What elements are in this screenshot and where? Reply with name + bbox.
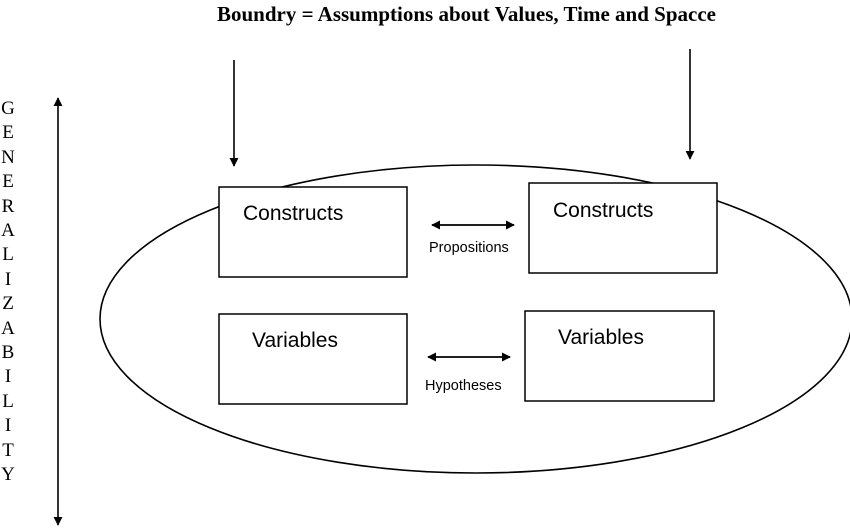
boundary-ellipse — [99, 164, 850, 474]
generalizability-letter: B — [1, 342, 15, 363]
generalizability-letter: E — [2, 122, 14, 144]
generalizability-letter: I — [4, 415, 12, 437]
generalizability-letter: A — [1, 220, 15, 241]
generalizability-letter: L — [2, 244, 14, 266]
propositions-label: Propositions — [429, 240, 509, 256]
generalizability-letter: Z — [2, 293, 14, 315]
constructs-right-label: Constructs — [553, 199, 654, 222]
constructs-left-box — [218, 186, 408, 278]
generalizability-letter: L — [2, 390, 14, 412]
hypotheses-label: Hypotheses — [425, 378, 502, 394]
variables-left-label: Variables — [252, 329, 338, 352]
variables-left-box — [218, 313, 408, 405]
generalizability-letter: N — [1, 146, 15, 168]
boundary-title: Boundry = Assumptions about Values, Time… — [216, 2, 716, 26]
variables-right-label: Variables — [558, 326, 644, 349]
generalizability-letter: I — [4, 268, 12, 290]
generalizability-letter: E — [2, 171, 14, 193]
generalizability-letter: G — [1, 98, 15, 119]
generalizability-letter: I — [4, 366, 12, 388]
generalizability-letter: R — [1, 195, 15, 217]
generalizability-letter: T — [2, 439, 14, 461]
generalizability-letter: Y — [1, 464, 15, 485]
generalizability-letter: A — [1, 317, 15, 339]
constructs-right-box — [528, 182, 718, 274]
variables-right-box — [524, 310, 715, 402]
constructs-left-label: Constructs — [243, 202, 344, 225]
